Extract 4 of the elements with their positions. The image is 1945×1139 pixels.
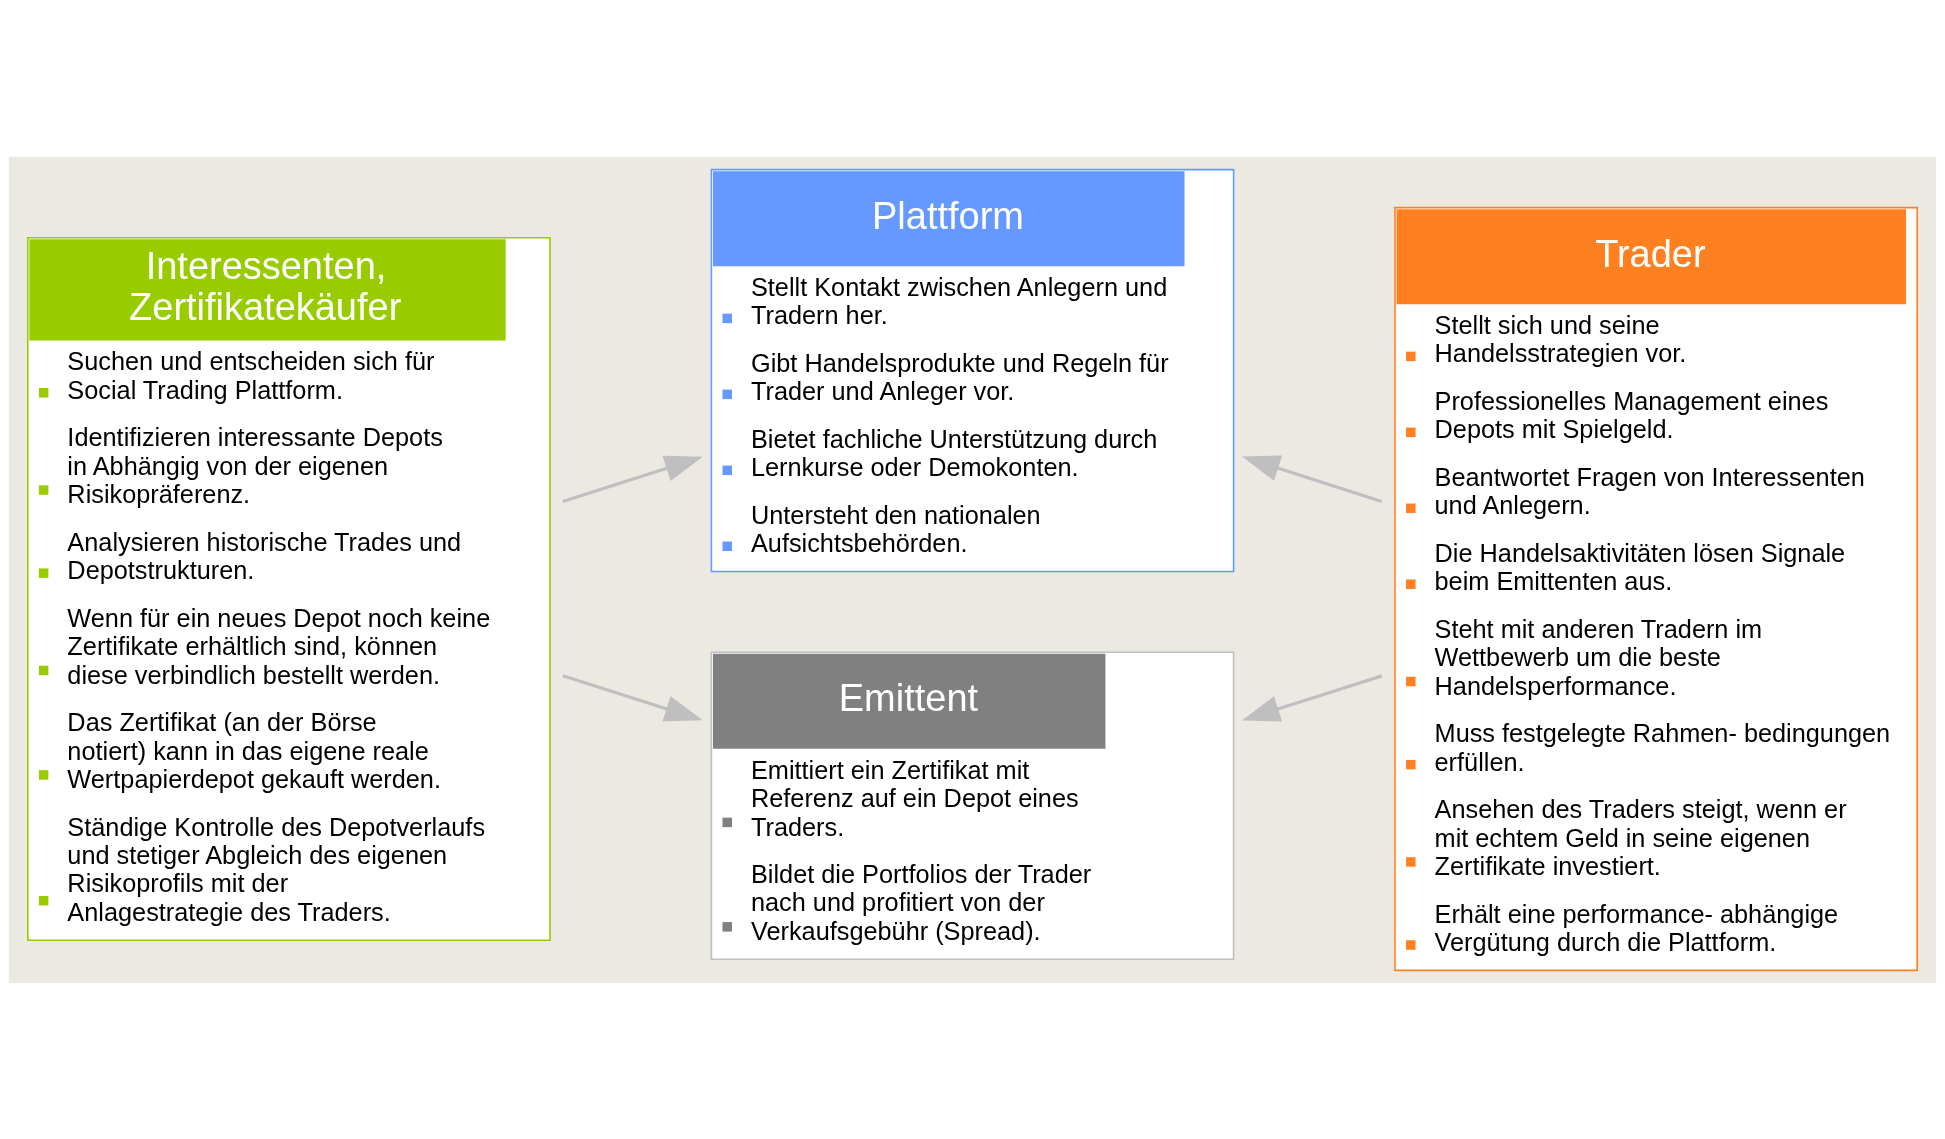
arrow [562, 455, 703, 503]
arrow [562, 673, 703, 721]
arrow [1241, 455, 1383, 503]
arrow [1241, 673, 1383, 722]
